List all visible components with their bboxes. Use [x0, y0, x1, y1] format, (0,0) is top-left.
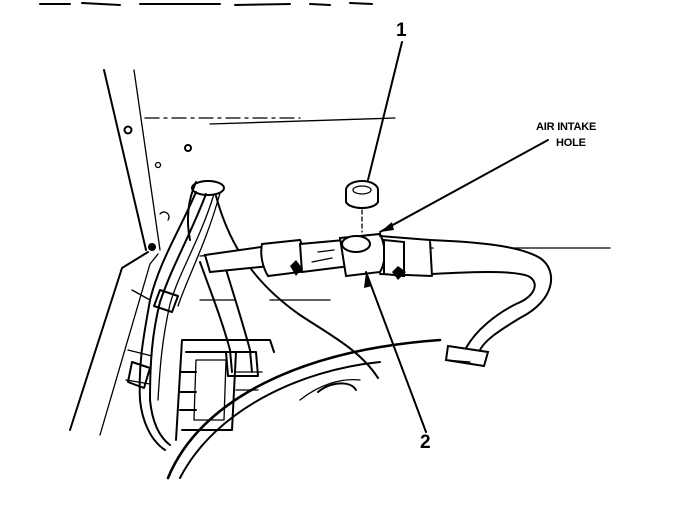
top-edge-fragments [39, 2, 373, 6]
wire-harness [125, 180, 225, 451]
callout-part-2: 2 [420, 432, 431, 453]
cabinet-side-panel [69, 69, 192, 436]
tub-outline [166, 299, 442, 480]
callout-part-1: 1 [396, 20, 407, 41]
callout-air-intake-line1: AIR INTAKE [536, 121, 596, 133]
callout-air-intake-line2: HOLE [556, 137, 586, 149]
drain-hose [203, 232, 553, 368]
wire-lead [215, 195, 379, 379]
air-intake-cap [345, 180, 379, 233]
pump-assembly [175, 339, 275, 441]
fill-hose [199, 255, 259, 377]
leader-lines [364, 41, 549, 433]
